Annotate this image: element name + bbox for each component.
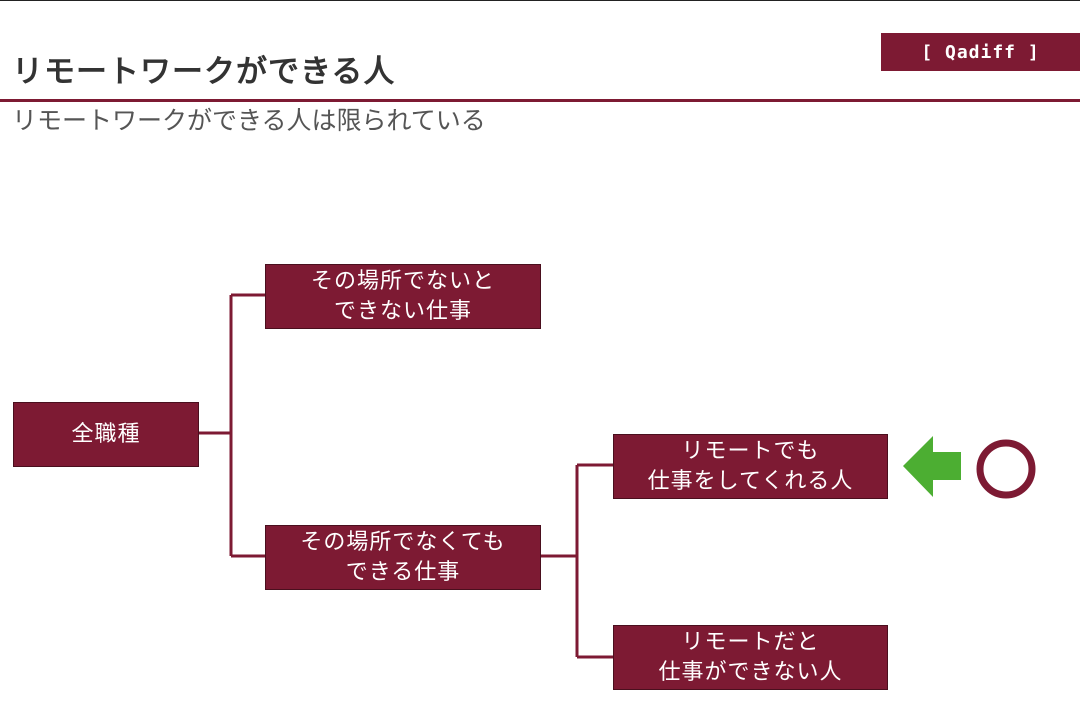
circle-icon <box>976 439 1036 499</box>
brand-badge: [ Qadiff ] <box>881 33 1080 71</box>
node-remote-works: リモートでも 仕事をしてくれる人 <box>613 434 888 499</box>
header-divider <box>0 99 1080 102</box>
page-title: リモートワークができる人 <box>12 54 396 90</box>
node-remote-fails: リモートだと 仕事ができない人 <box>613 625 888 690</box>
connector-remote <box>541 463 613 659</box>
node-remote-ok-line1: その場所でなくても <box>300 529 506 555</box>
node-remote-works-line2: 仕事をしてくれる人 <box>647 468 854 494</box>
node-remote-works-line1: リモートでも <box>681 438 820 464</box>
node-remote-fails-line1: リモートだと <box>681 629 820 655</box>
node-remote-ok-line2: できる仕事 <box>345 559 461 585</box>
node-all-jobs-label: 全職種 <box>71 421 141 447</box>
left-arrow-icon <box>903 436 961 497</box>
node-remote-fails-line2: 仕事ができない人 <box>658 659 843 685</box>
top-border <box>0 0 1080 1</box>
node-remote-capable-jobs: その場所でなくても できる仕事 <box>265 525 541 590</box>
page-subtitle: リモートワークができる人は限られている <box>12 106 486 135</box>
node-all-jobs: 全職種 <box>13 402 199 467</box>
node-onsite-line1: その場所でないと <box>310 268 495 294</box>
connector-root <box>198 293 265 558</box>
node-onsite-jobs: その場所でないと できない仕事 <box>265 264 541 329</box>
node-onsite-line2: できない仕事 <box>333 298 472 324</box>
